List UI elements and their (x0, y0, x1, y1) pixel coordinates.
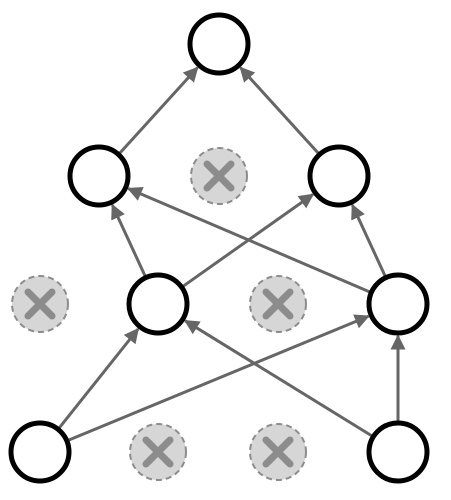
neuron-circle (8, 420, 72, 484)
edge-h1-2-to-h2-1 (127, 187, 372, 294)
neuron-out-1 (187, 12, 251, 76)
x-mark-icon (262, 288, 294, 320)
edge-h1-2-to-h2-2 (351, 203, 387, 278)
edge-in-1-to-h1-1 (57, 327, 140, 430)
x-mark-icon (24, 288, 56, 320)
neuron-circle (126, 272, 190, 336)
nodes (8, 12, 430, 484)
neuron-h1-1 (126, 272, 190, 336)
dropped-neuron-in-drop-1 (129, 423, 187, 481)
neuron-h2-1 (67, 144, 131, 208)
neuron-circle (67, 144, 131, 208)
x-mark-icon (142, 436, 174, 468)
edge-h2-2-to-out-1 (239, 66, 320, 155)
edge-h1-1-to-h2-1 (111, 203, 147, 278)
dropped-neuron-h1-drop-2 (249, 275, 307, 333)
dropped-neuron-h1-drop-1 (11, 275, 69, 333)
edge-h2-1-to-out-1 (118, 66, 199, 155)
edge-in-2-to-h1-1 (183, 319, 374, 438)
edge-in-1-to-h1-2 (67, 314, 370, 442)
neuron-h1-2 (366, 272, 430, 336)
x-mark-icon (203, 160, 235, 192)
neuron-in-2 (366, 420, 430, 484)
neuron-circle (366, 420, 430, 484)
dropped-neuron-h2-drop-1 (190, 147, 248, 205)
x-mark-icon (262, 436, 294, 468)
neuron-circle (307, 144, 371, 208)
neuron-h2-2 (307, 144, 371, 208)
neuron-in-1 (8, 420, 72, 484)
neuron-circle (187, 12, 251, 76)
neuron-circle (366, 272, 430, 336)
dropped-neuron-in-drop-2 (249, 423, 307, 481)
edges (57, 66, 406, 442)
